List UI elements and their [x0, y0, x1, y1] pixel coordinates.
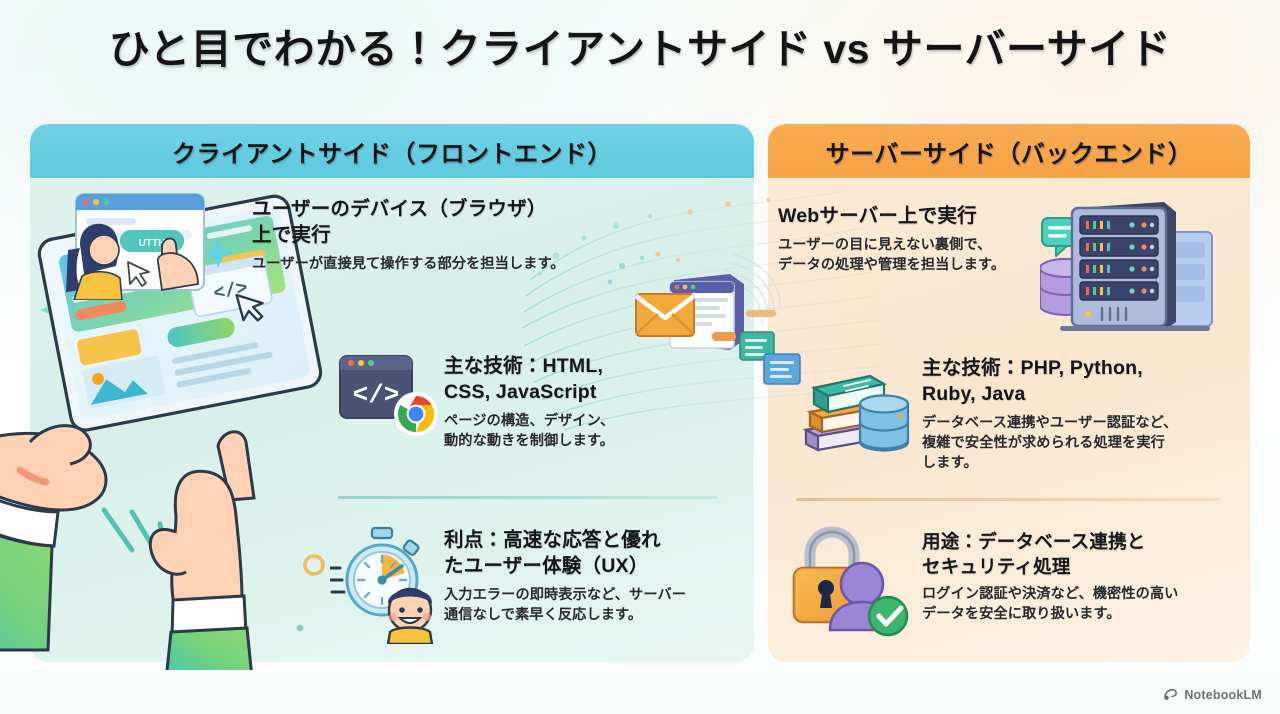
client-block-technologies-body: ページの構造、デザイン、 動的な動きを制御します。 [444, 412, 615, 449]
server-block-usecases-body: ログイン認証や決済など、機密性の高い データを安全に取り扱います。 [922, 586, 1179, 623]
books-database-icon [802, 374, 910, 452]
server-block-execution: Webサーバー上で実行 ユーザーの目に見えない裏側で、 データの処理や管理を担当… [778, 204, 1068, 275]
server-side-panel-header-label: サーバーサイド（バックエンド） [825, 140, 1193, 168]
server-panel-divider [796, 498, 1220, 501]
server-block-technologies-body: データベース連携やユーザー認証など、 複雑で安全性が求められる処理を実行 します… [922, 414, 1178, 472]
client-block-execution-heading: ユーザーのデバイス（ブラウザ） 上で実行 [252, 198, 547, 246]
footer-brand-label: NotebookLM [1184, 687, 1262, 702]
server-block-execution-body: ユーザーの目に見えない裏側で、 データの処理や管理を担当します。 [778, 236, 1006, 274]
server-block-execution-heading: Webサーバー上で実行 [778, 205, 977, 227]
client-block-advantages-heading: 利点：高速な応答と優れ たユーザー体験（UX） [444, 529, 661, 577]
client-panel-divider [338, 496, 718, 499]
title-bar: ひと目でわかる！クライアントサイド vs サーバーサイド [0, 26, 1280, 73]
client-block-advantages-body: 入力エラーの即時表示など、サーバー 通信なしで素早く反応します。 [444, 586, 687, 623]
svg-text:UTTH: UTTH [139, 238, 166, 249]
code-window-chrome-icon: </> [339, 355, 438, 436]
server-block-technologies-heading: 主な技術：PHP, Python, Ruby, Java [922, 357, 1143, 405]
server-block-usecases: 用途：データベース連携と セキュリティ処理 ログイン認証や決済など、機密性の高い… [922, 530, 1222, 625]
stopwatch-happy-user-icon [330, 526, 434, 644]
client-block-execution-body: ユーザーが直接見て操作する部分を担当します。 [252, 255, 565, 272]
svg-text:</>: </> [353, 380, 400, 410]
padlock-user-check-icon [792, 526, 909, 637]
server-block-technologies: 主な技術：PHP, Python, Ruby, Java データベース連携やユー… [922, 356, 1222, 473]
client-block-execution: ユーザーのデバイス（ブラウザ） 上で実行 ユーザーが直接見て操作する部分を担当し… [252, 197, 652, 274]
server-block-usecases-heading: 用途：データベース連携と セキュリティ処理 [922, 531, 1146, 577]
server-rack-database-icon [1040, 202, 1213, 331]
server-side-panel-header: サーバーサイド（バックエンド） [768, 124, 1250, 178]
client-side-panel-header-label: クライアントサイド（フロントエンド） [171, 140, 613, 168]
window-envelope-transfer-icon [607, 251, 801, 385]
footer-watermark: NotebookLM [1163, 687, 1262, 702]
client-block-advantages: 利点：高速な応答と優れ たユーザー体験（UX） 入力エラーの即時表示など、サーバ… [444, 528, 724, 625]
client-block-technologies: 主な技術：HTML, CSS, JavaScript ページの構造、デザイン、 … [444, 354, 714, 451]
notebooklm-logo-icon [1164, 689, 1178, 700]
browser-user-pointer-icon: UTTH [66, 193, 233, 300]
client-block-technologies-heading: 主な技術：HTML, CSS, JavaScript [444, 355, 604, 403]
client-side-panel-header: クライアントサイド（フロントエンド） [30, 124, 754, 178]
page-title: ひと目でわかる！クライアントサイド vs サーバーサイド [108, 26, 1172, 72]
